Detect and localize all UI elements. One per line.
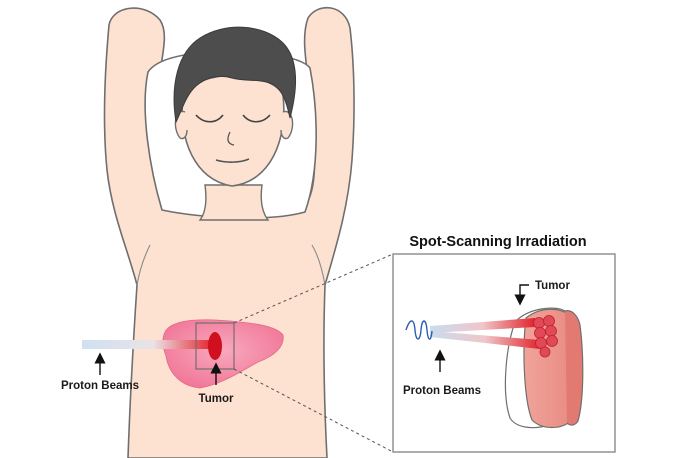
tissue-side xyxy=(565,311,583,425)
tumor-inset-label: Tumor xyxy=(535,280,570,292)
patient-figure xyxy=(105,8,355,458)
proton-beam-left xyxy=(82,340,212,349)
proton-beams-label: Proton Beams xyxy=(61,380,139,392)
inset-title: Spot-Scanning Irradiation xyxy=(409,234,586,250)
proton-beams-inset-label: Proton Beams xyxy=(403,385,481,397)
neck xyxy=(200,185,268,220)
tumor-spot xyxy=(534,318,545,329)
tumor-spot xyxy=(535,328,546,339)
tumor-label: Tumor xyxy=(199,393,234,405)
tumor-spot xyxy=(540,347,550,357)
tumor-spot xyxy=(547,336,558,347)
tumor-spot xyxy=(546,326,557,337)
tumor xyxy=(208,332,222,360)
tumor-spot xyxy=(544,316,555,327)
